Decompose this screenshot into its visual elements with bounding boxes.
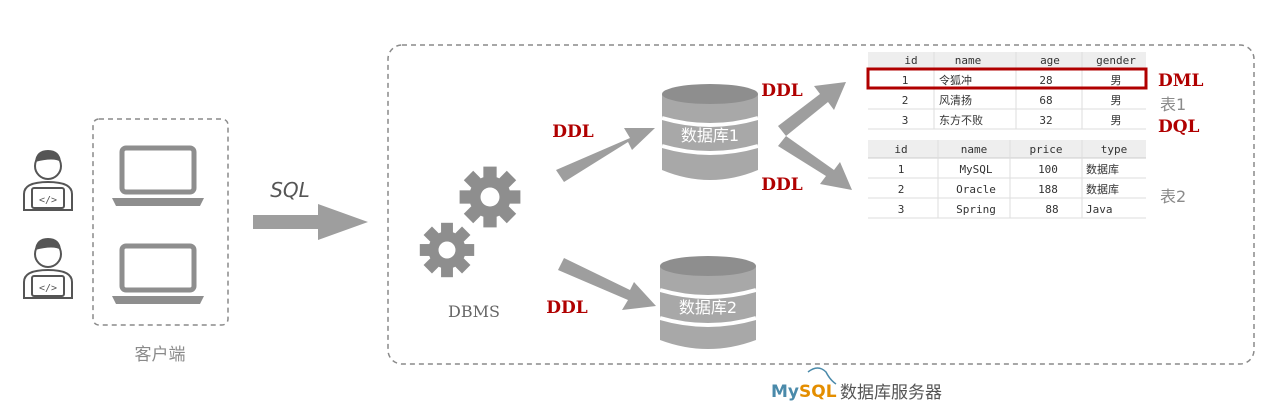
table2-col-type: type	[1101, 143, 1128, 156]
database-label-1: 数据库1	[681, 126, 739, 145]
table1-r3-age: 32	[1039, 114, 1052, 127]
mysql-logo: MySQL	[771, 367, 837, 402]
table-1: id name age gender 1 令狐冲 28 男 2 风清扬 68 男…	[866, 52, 1148, 130]
table1-r1-id: 1	[902, 74, 909, 87]
user-icon-1	[23, 149, 73, 211]
sql-label: SQL	[270, 178, 310, 202]
table2-col-price: price	[1029, 143, 1062, 156]
table2-r3-name: Spring	[956, 203, 996, 216]
sql-arrow	[253, 204, 368, 240]
table1-col-id: id	[904, 54, 917, 67]
table2-r1-id: 1	[898, 163, 905, 176]
user-icon-2	[23, 237, 73, 299]
table2-col-name: name	[961, 143, 988, 156]
database-icon-2	[659, 256, 757, 349]
table1-r2-id: 2	[902, 94, 909, 107]
arrow-dbms-db2	[558, 258, 656, 310]
table2-r1-name: MySQL	[959, 163, 992, 176]
database-label-2: 数据库2	[679, 298, 737, 317]
table1-r1-gender: 男	[1111, 74, 1122, 87]
table2-r1-price: 100	[1038, 163, 1058, 176]
client-box	[92, 118, 229, 326]
table1-col-age: age	[1040, 54, 1060, 67]
ddl-label-db1: DDL	[552, 122, 593, 142]
table2-r2-price: 188	[1038, 183, 1058, 196]
table2-col-id: id	[894, 143, 907, 156]
dbms-label: DBMS	[448, 302, 500, 321]
laptop-icon-1	[112, 148, 204, 206]
table2-r3-id: 3	[898, 203, 905, 216]
table2-r2-id: 2	[898, 183, 905, 196]
svg-text:MySQL: MySQL	[771, 382, 837, 402]
arrow-dbms-db1	[556, 128, 655, 182]
table1-r2-name: 风清扬	[939, 93, 972, 107]
table-2: id name price type 1 MySQL 100 数据库 2 Ora…	[868, 140, 1146, 219]
table2-r3-type: Java	[1086, 203, 1113, 216]
server-label: 数据库服务器	[840, 383, 942, 403]
table2-r1-type: 数据库	[1086, 162, 1119, 176]
dql-label: DQL	[1158, 117, 1200, 137]
table1-col-name: name	[955, 54, 982, 67]
laptop-icon-2	[112, 246, 204, 304]
ddl-label-db2: DDL	[546, 298, 587, 318]
table2-r2-type: 数据库	[1086, 182, 1119, 196]
table1-highlight-row	[866, 67, 1148, 90]
dml-label: DML	[1158, 71, 1204, 91]
table2-r3-price: 88	[1045, 203, 1058, 216]
table1-col-gender: gender	[1096, 54, 1136, 67]
table1-r2-gender: 男	[1111, 94, 1122, 107]
table1-label: 表1	[1160, 95, 1186, 114]
gear-icon-small	[419, 222, 475, 278]
table1-r3-gender: 男	[1111, 114, 1122, 127]
table1-r3-name: 东方不败	[939, 113, 983, 127]
table1-r1-name: 令狐冲	[939, 73, 972, 87]
ddl-label-table2: DDL	[761, 175, 802, 195]
client-label: 客户端	[135, 345, 186, 365]
ddl-label-table1: DDL	[761, 81, 802, 101]
table1-r3-id: 3	[902, 114, 909, 127]
server-box	[387, 44, 1255, 365]
database-icon-1	[661, 84, 759, 180]
table2-label: 表2	[1160, 187, 1186, 206]
gear-icon-large	[459, 166, 521, 228]
table1-r1-age: 28	[1039, 74, 1052, 87]
arrow-db1-table2	[778, 136, 852, 190]
arrow-db1-table1	[778, 82, 846, 136]
table1-r2-age: 68	[1039, 94, 1052, 107]
table2-r2-name: Oracle	[956, 183, 996, 196]
